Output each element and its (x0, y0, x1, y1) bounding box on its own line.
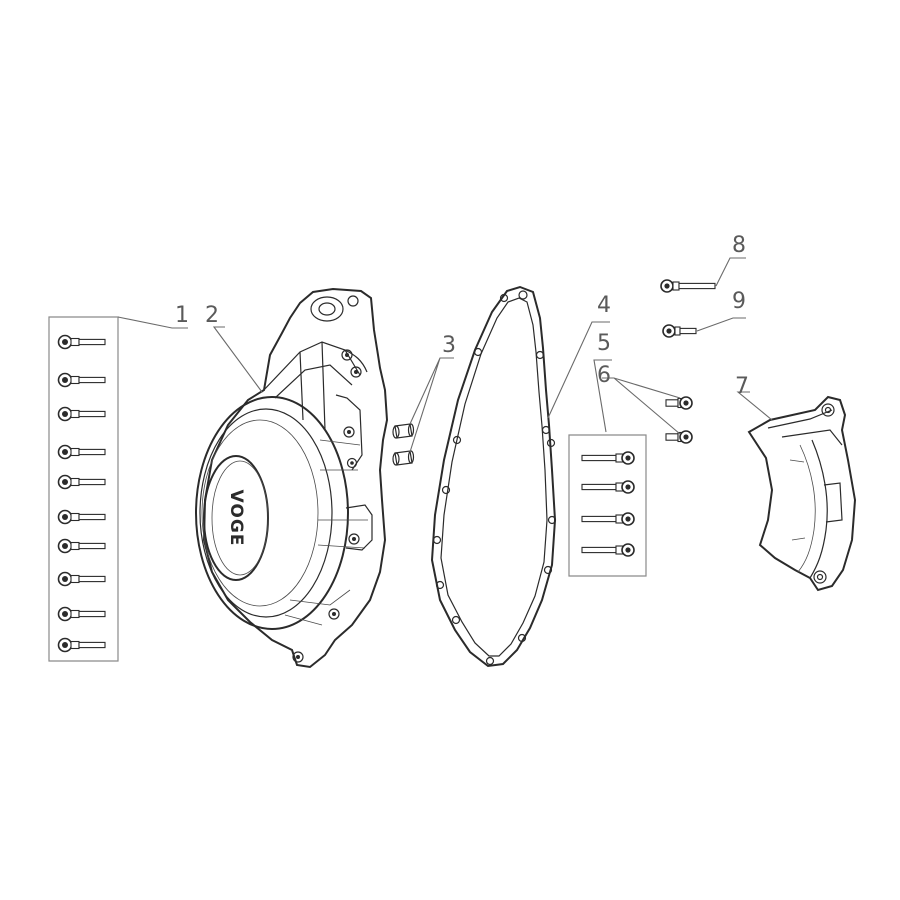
callout-3: 3 (442, 333, 456, 358)
short-bolts-6 (665, 396, 693, 444)
bolt-set-1-box (48, 316, 119, 662)
bolt-8 (660, 279, 716, 293)
callout-1: 1 (175, 303, 189, 328)
callout-9: 9 (732, 289, 746, 314)
callout-5: 5 (597, 331, 611, 356)
callout-6: 6 (597, 363, 611, 388)
gasket-holes (432, 290, 557, 666)
callout-7: 7 (735, 374, 749, 399)
callout-8: 8 (732, 233, 746, 258)
cover-logo: VOGE (226, 490, 246, 547)
bolt-9 (662, 324, 697, 338)
callout-2: 2 (205, 303, 219, 328)
engine-side-cover: VOGE (195, 287, 389, 669)
callout-4: 4 (597, 293, 611, 318)
bolt-set-5-box (568, 434, 647, 577)
leader-lines (117, 257, 773, 453)
bolt-set-5 (568, 434, 647, 577)
cover-gasket (430, 285, 557, 668)
bolt-set-1 (48, 316, 119, 662)
dowel-pins (392, 423, 415, 466)
cover-guard (747, 395, 857, 592)
